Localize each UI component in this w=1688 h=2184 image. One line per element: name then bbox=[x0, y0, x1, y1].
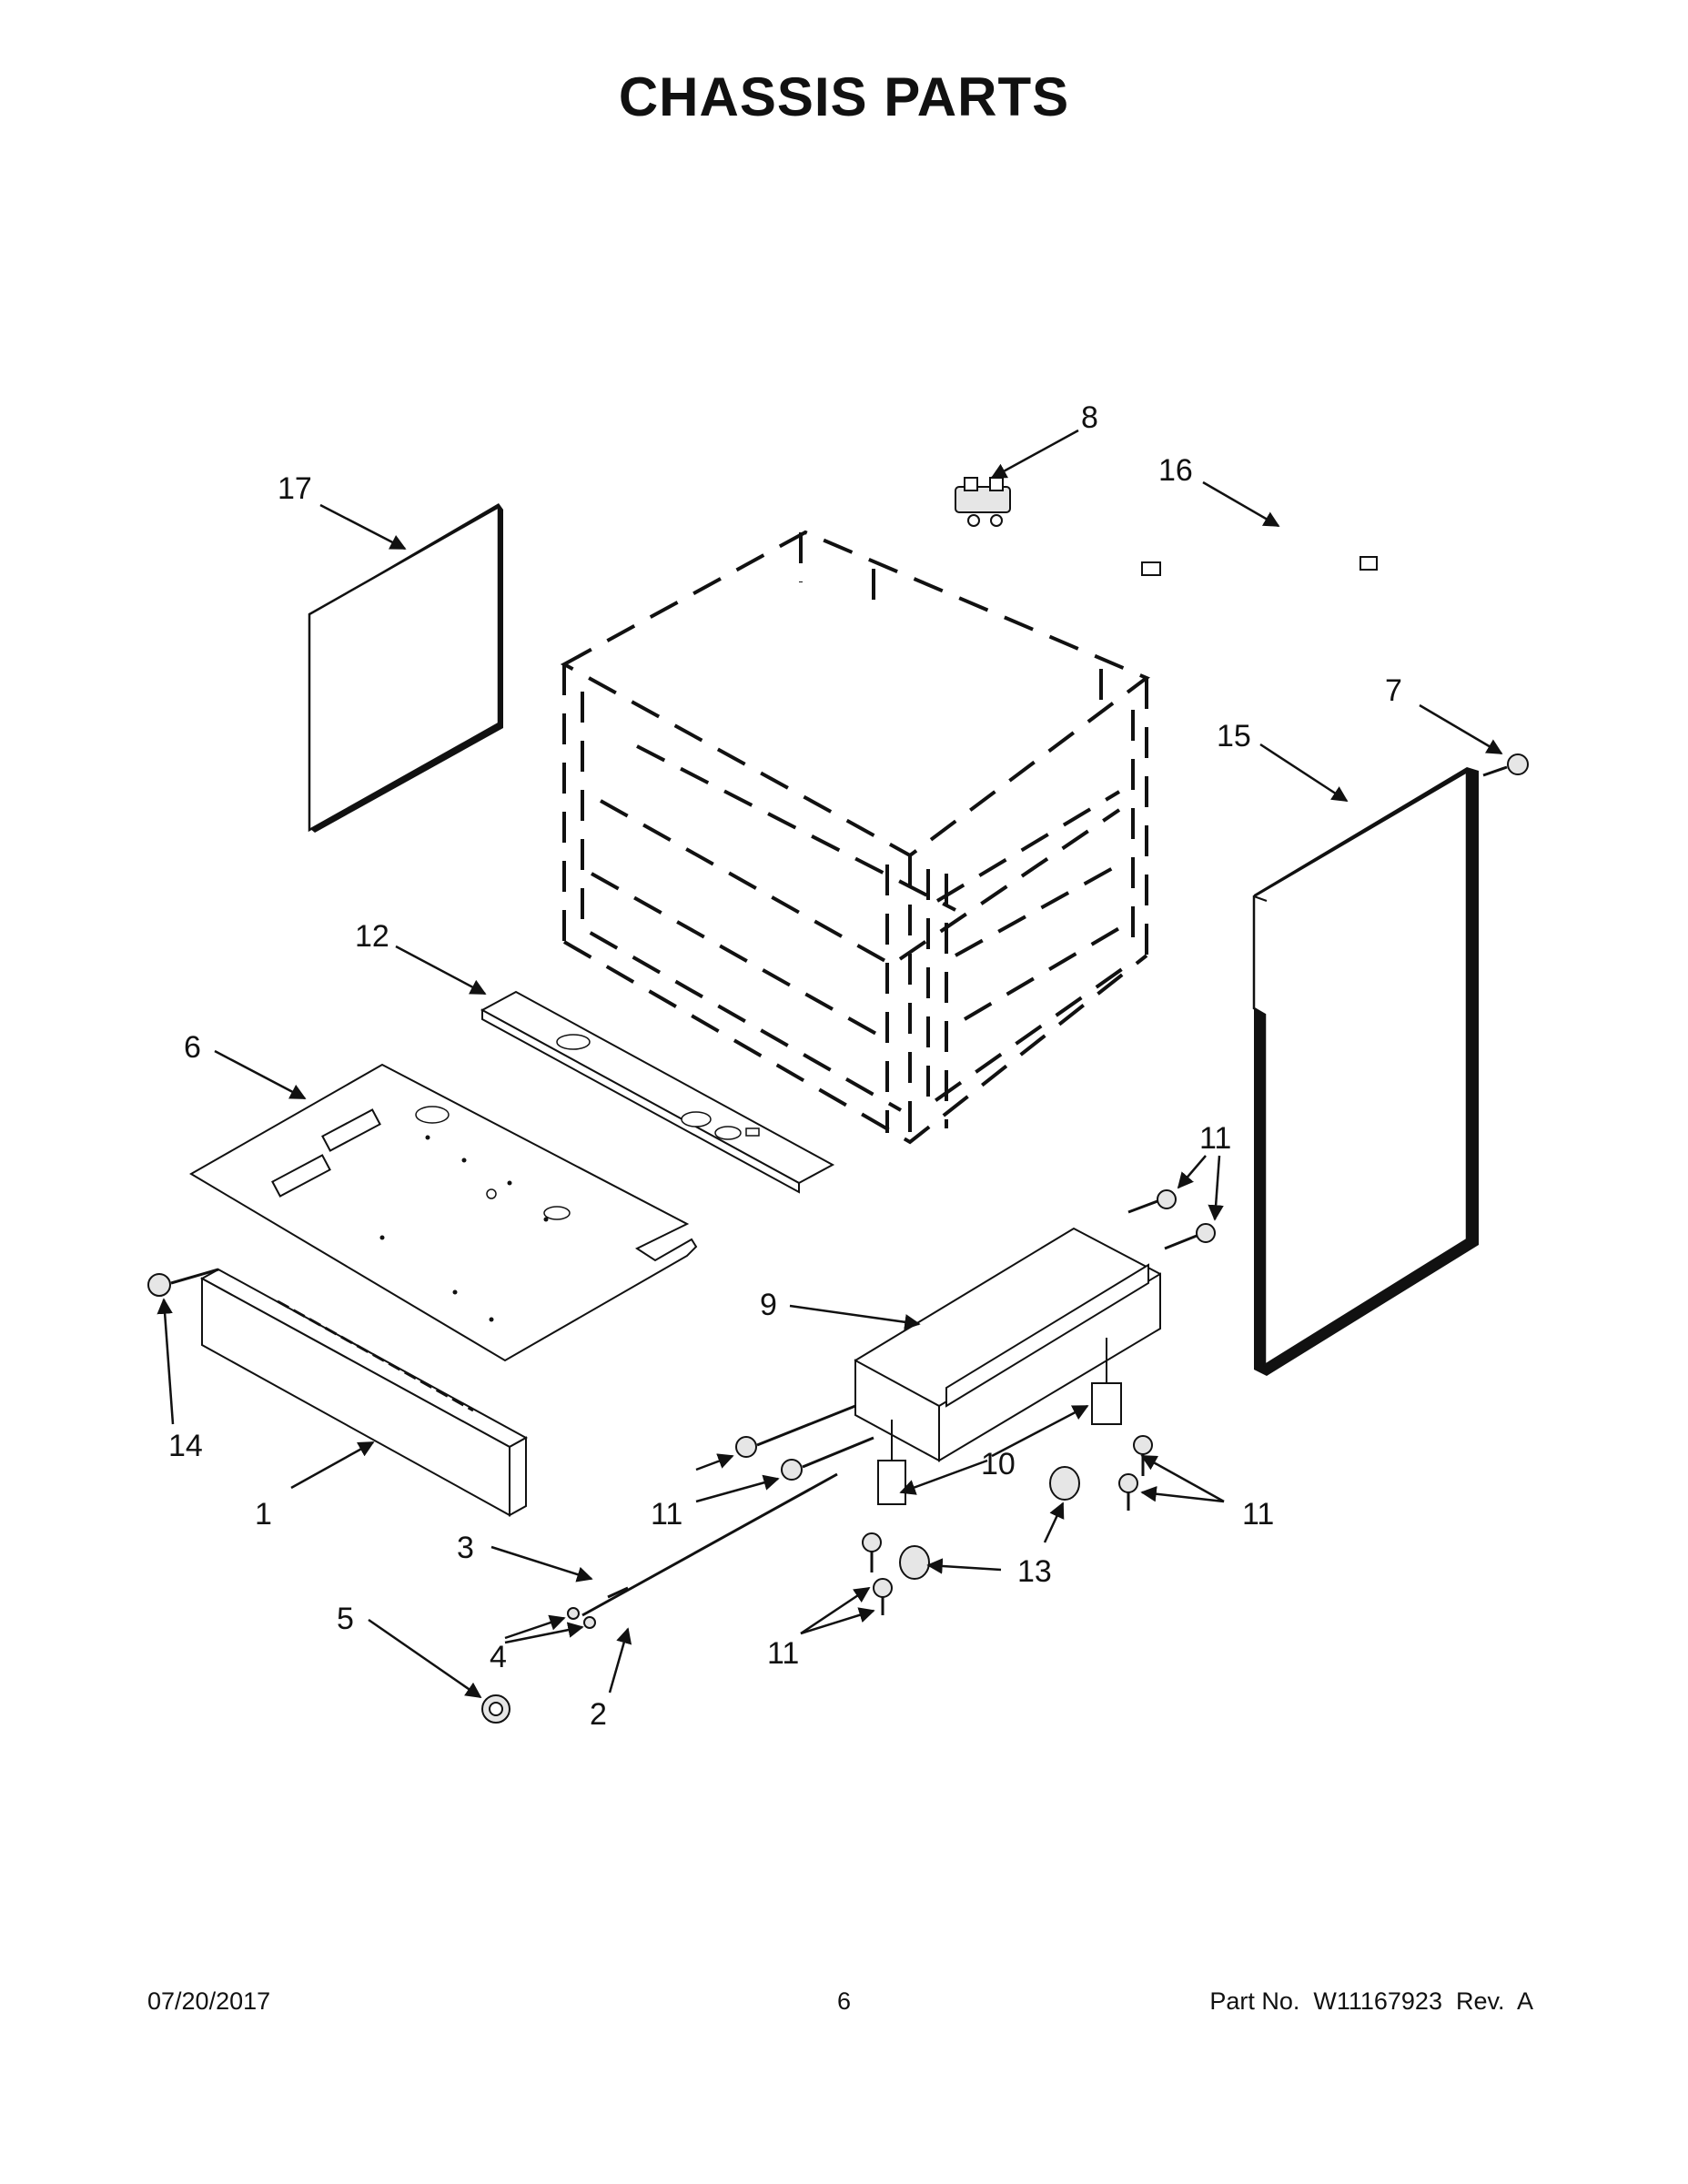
kickplate bbox=[199, 1268, 529, 1517]
valve-fitting bbox=[955, 477, 1011, 527]
callout-5: 5 bbox=[337, 1602, 354, 1636]
bottom-cover-plate bbox=[189, 1063, 698, 1362]
left-side-panel bbox=[308, 503, 503, 833]
callout-11-bottom: 11 bbox=[767, 1636, 799, 1671]
callout-9: 9 bbox=[760, 1288, 777, 1322]
callout-6: 6 bbox=[184, 1030, 201, 1065]
callout-1: 1 bbox=[255, 1497, 272, 1532]
callout-11-right: 11 bbox=[1242, 1497, 1274, 1532]
callout-15: 15 bbox=[1217, 719, 1251, 753]
callout-14: 14 bbox=[168, 1429, 203, 1463]
callout-11-top: 11 bbox=[1199, 1121, 1231, 1156]
callout-2: 2 bbox=[590, 1697, 607, 1732]
leader-lines bbox=[157, 429, 1503, 1699]
screw-7 bbox=[1482, 753, 1529, 777]
oven-cavity-outline bbox=[560, 530, 1150, 1145]
rod-and-pins bbox=[567, 1472, 838, 1629]
callout-17: 17 bbox=[278, 471, 312, 506]
screws-11 bbox=[735, 1189, 1216, 1615]
callout-3: 3 bbox=[457, 1531, 474, 1565]
grommet bbox=[481, 1694, 510, 1724]
callout-16: 16 bbox=[1158, 453, 1193, 488]
gas-tube bbox=[1141, 530, 1381, 576]
callout-10: 10 bbox=[981, 1447, 1016, 1481]
callout-12: 12 bbox=[355, 919, 389, 954]
support-bracket-box bbox=[854, 1227, 1161, 1462]
footer-part-number: Part No. W11167923 Rev. A bbox=[1209, 1987, 1533, 2015]
callout-7: 7 bbox=[1385, 673, 1402, 708]
right-side-panel bbox=[1252, 767, 1479, 1376]
callout-labels: 17 8 16 7 15 12 6 11 9 14 10 1 11 11 3 1… bbox=[168, 400, 1402, 1732]
callout-8: 8 bbox=[1081, 400, 1098, 435]
callout-4: 4 bbox=[490, 1640, 507, 1674]
callout-13: 13 bbox=[1017, 1554, 1052, 1589]
footer-date: 07/20/2017 bbox=[147, 1987, 271, 2015]
footer-page-number: 6 bbox=[836, 1987, 852, 2015]
front-frame-bracket bbox=[480, 990, 835, 1194]
screw-14 bbox=[147, 1268, 219, 1297]
callout-11-left: 11 bbox=[651, 1497, 682, 1532]
page-title: CHASSIS PARTS bbox=[618, 66, 1070, 127]
